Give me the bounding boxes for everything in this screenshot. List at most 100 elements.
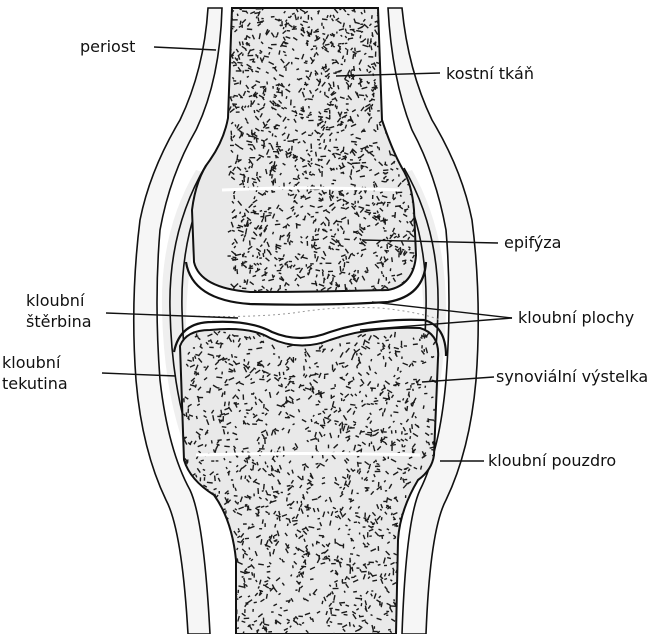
bone-texture-mark xyxy=(379,55,385,56)
bone-texture-mark xyxy=(215,583,220,585)
bone-texture-mark xyxy=(310,151,312,152)
bone-texture-mark xyxy=(413,272,414,276)
bone-texture-mark xyxy=(284,140,286,141)
bone-texture-mark xyxy=(283,254,284,257)
bone-texture-mark xyxy=(376,460,377,462)
bone-texture-mark xyxy=(219,589,221,592)
bone-texture-mark xyxy=(195,385,196,388)
bone-texture-mark xyxy=(267,466,268,468)
bone-texture-mark xyxy=(218,537,219,539)
bone-texture-mark xyxy=(340,266,341,271)
bone-texture-mark xyxy=(344,239,350,240)
bone-texture-mark xyxy=(328,626,330,627)
bone-texture-mark xyxy=(276,144,278,145)
bone-texture-mark xyxy=(377,211,378,214)
bone-texture-mark xyxy=(239,286,241,287)
bone-texture-mark xyxy=(318,11,319,15)
bone-texture-mark xyxy=(275,136,277,137)
bone-texture-mark xyxy=(415,266,418,269)
bone-texture-mark xyxy=(210,548,213,553)
bone-texture-mark xyxy=(337,556,338,559)
bone-texture-mark xyxy=(227,440,230,441)
bone-texture-mark xyxy=(395,206,401,207)
bone-texture-mark xyxy=(280,235,281,240)
bone-texture-mark xyxy=(387,84,391,87)
bone-texture-mark xyxy=(344,614,348,615)
bone-texture-mark xyxy=(337,168,338,170)
bone-texture-mark xyxy=(339,273,341,274)
bone-texture-mark xyxy=(333,82,334,87)
bone-texture-mark xyxy=(302,623,304,624)
bone-texture-mark xyxy=(299,574,300,576)
bone-texture-mark xyxy=(358,445,362,446)
bone-texture-mark xyxy=(339,603,345,604)
bone-texture-mark xyxy=(229,462,231,463)
bone-texture-mark xyxy=(244,417,246,418)
bone-texture-mark xyxy=(227,594,229,596)
bone-texture-mark xyxy=(295,358,296,360)
bone-texture-mark xyxy=(225,402,226,407)
bone-texture-mark xyxy=(271,191,273,192)
bone-texture-mark xyxy=(229,629,233,633)
label-epifyza: epifýza xyxy=(504,232,561,253)
bone-texture-mark xyxy=(249,136,254,137)
bone-texture-mark xyxy=(281,46,287,47)
bone-texture-mark xyxy=(276,251,278,252)
bone-texture-mark xyxy=(411,31,416,32)
bone-texture-mark xyxy=(386,340,389,341)
bone-texture-mark xyxy=(345,29,346,32)
bone-texture-mark xyxy=(299,78,302,79)
bone-texture-mark xyxy=(382,271,383,274)
bone-texture-mark xyxy=(316,270,321,271)
bone-texture-mark xyxy=(382,181,386,182)
bone-texture-mark xyxy=(367,226,370,227)
bone-texture-mark xyxy=(260,234,261,236)
bone-texture-mark xyxy=(316,404,320,405)
bone-texture-mark xyxy=(313,415,314,417)
bone-texture-mark xyxy=(377,215,378,217)
bone-texture-mark xyxy=(216,377,222,378)
bone-texture-mark xyxy=(382,88,385,91)
bone-texture-mark xyxy=(216,557,219,561)
bone-texture-mark xyxy=(344,113,347,114)
bone-texture-mark xyxy=(217,567,218,572)
bone-texture-mark xyxy=(359,95,364,96)
bone-texture-mark xyxy=(391,116,394,121)
bone-texture-mark xyxy=(228,371,232,372)
bone-texture-mark xyxy=(392,275,396,276)
bone-texture-mark xyxy=(412,58,416,62)
bone-texture-mark xyxy=(424,333,425,338)
bone-texture-mark xyxy=(400,250,401,254)
bone-texture-mark xyxy=(272,176,273,179)
bone-texture-mark xyxy=(244,578,245,583)
bone-texture-mark xyxy=(429,620,430,622)
bone-texture-mark xyxy=(322,19,327,20)
bone-texture-mark xyxy=(343,157,347,158)
bone-texture-mark xyxy=(384,437,388,438)
bone-texture-mark xyxy=(234,403,237,404)
bone-texture-mark xyxy=(283,42,285,43)
bone-texture-mark xyxy=(235,125,236,127)
bone-texture-mark xyxy=(221,562,222,566)
bone-texture-mark xyxy=(241,235,244,236)
bone-texture-mark xyxy=(323,38,324,40)
bone-texture-mark xyxy=(253,59,254,62)
bone-texture-mark xyxy=(207,574,208,578)
bone-texture-mark xyxy=(314,242,315,247)
bone-texture-mark xyxy=(347,49,348,55)
bone-texture-mark xyxy=(307,41,309,42)
bone-texture-mark xyxy=(352,163,358,164)
bone-texture-mark xyxy=(295,58,299,59)
bone-texture-mark xyxy=(201,460,204,461)
bone-texture-mark xyxy=(316,275,317,278)
bone-texture-mark xyxy=(210,566,212,568)
bone-texture-mark xyxy=(409,249,411,250)
bone-texture-mark xyxy=(345,525,347,526)
bone-texture-mark xyxy=(273,232,274,235)
bone-texture-mark xyxy=(208,554,209,557)
bone-texture-mark xyxy=(373,143,378,144)
bone-texture-mark xyxy=(251,378,252,380)
bone-texture-mark xyxy=(405,15,407,18)
bone-texture-mark xyxy=(295,185,297,186)
bone-texture-mark xyxy=(319,535,324,536)
